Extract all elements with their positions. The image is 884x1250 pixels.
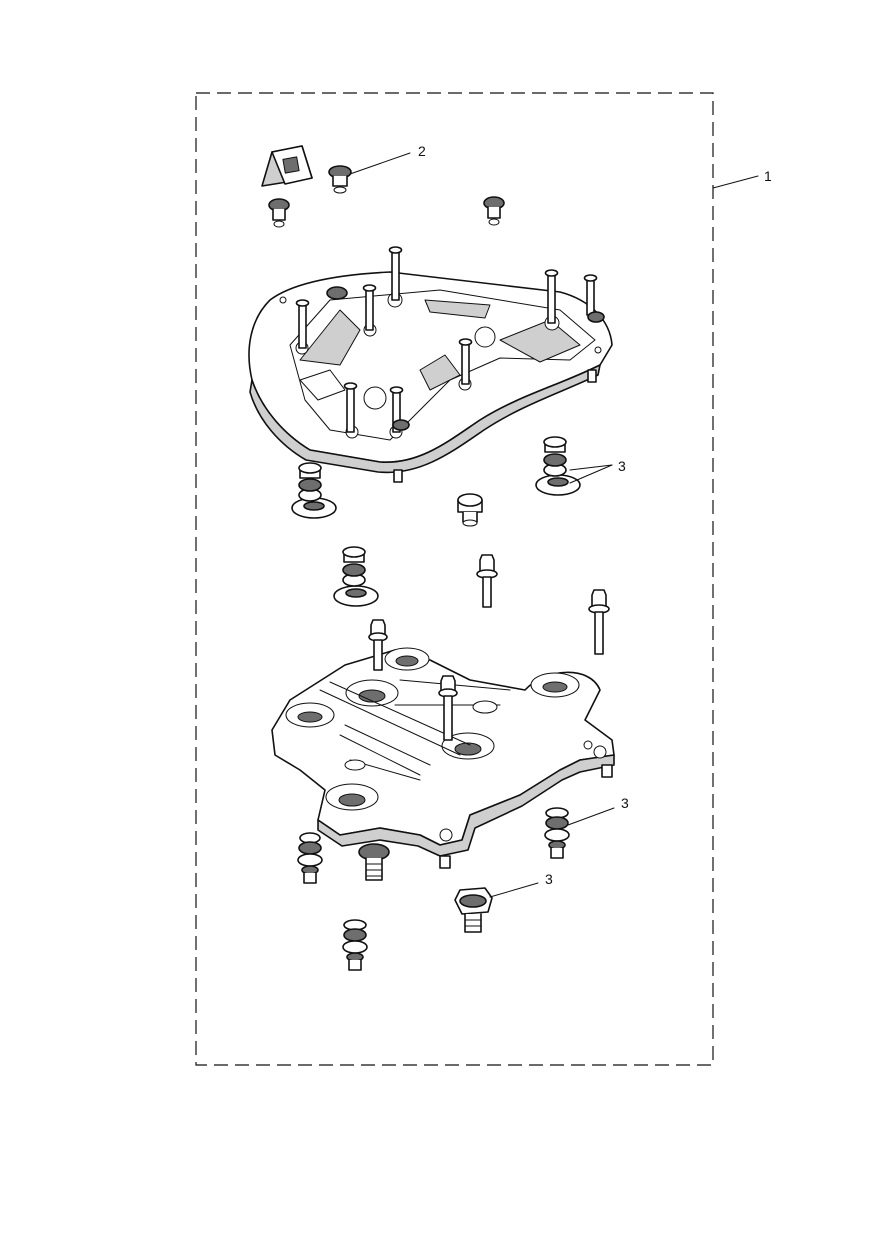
- threaded-isolator-lower-left: [358, 843, 390, 881]
- threaded-isolator-lower-center: [454, 887, 493, 933]
- grommet-top-right: [483, 196, 505, 226]
- leader-line-pad: [349, 152, 411, 175]
- grommet-top-center: [328, 165, 352, 194]
- isolator-stack-left: [291, 462, 337, 519]
- rubber-pad: [261, 145, 313, 187]
- isolator-single-center: [457, 493, 483, 527]
- lower-mounting-plate: [271, 619, 615, 869]
- top-box-mounting-plate: [248, 246, 613, 483]
- flange-bolt-center: [476, 554, 498, 608]
- flange-bolt-right: [588, 589, 610, 655]
- isolator-stack-lower-right: [544, 807, 570, 859]
- leader-line-isolator-b: [567, 807, 615, 826]
- leader-line-isolator-a1: [569, 464, 613, 471]
- isolator-stack-bottom: [342, 919, 368, 971]
- callout-isolator-number-c: 3: [545, 871, 553, 887]
- kit-boundary-frame: [195, 92, 714, 1066]
- grommet-top-left: [268, 198, 290, 228]
- isolator-stack-mid-left: [333, 546, 379, 607]
- callout-isolator-number-b: 3: [621, 795, 629, 811]
- callout-isolator-number-a: 3: [618, 458, 626, 474]
- leader-line-isolator-c: [489, 882, 539, 898]
- leader-line-isolator-a2: [569, 464, 613, 484]
- isolator-stack-lower-left: [297, 832, 323, 884]
- callout-pad-number: 2: [418, 143, 426, 159]
- isolator-stack-right: [535, 436, 581, 496]
- leader-line-kit: [712, 175, 759, 189]
- callout-kit-number: 1: [764, 168, 772, 184]
